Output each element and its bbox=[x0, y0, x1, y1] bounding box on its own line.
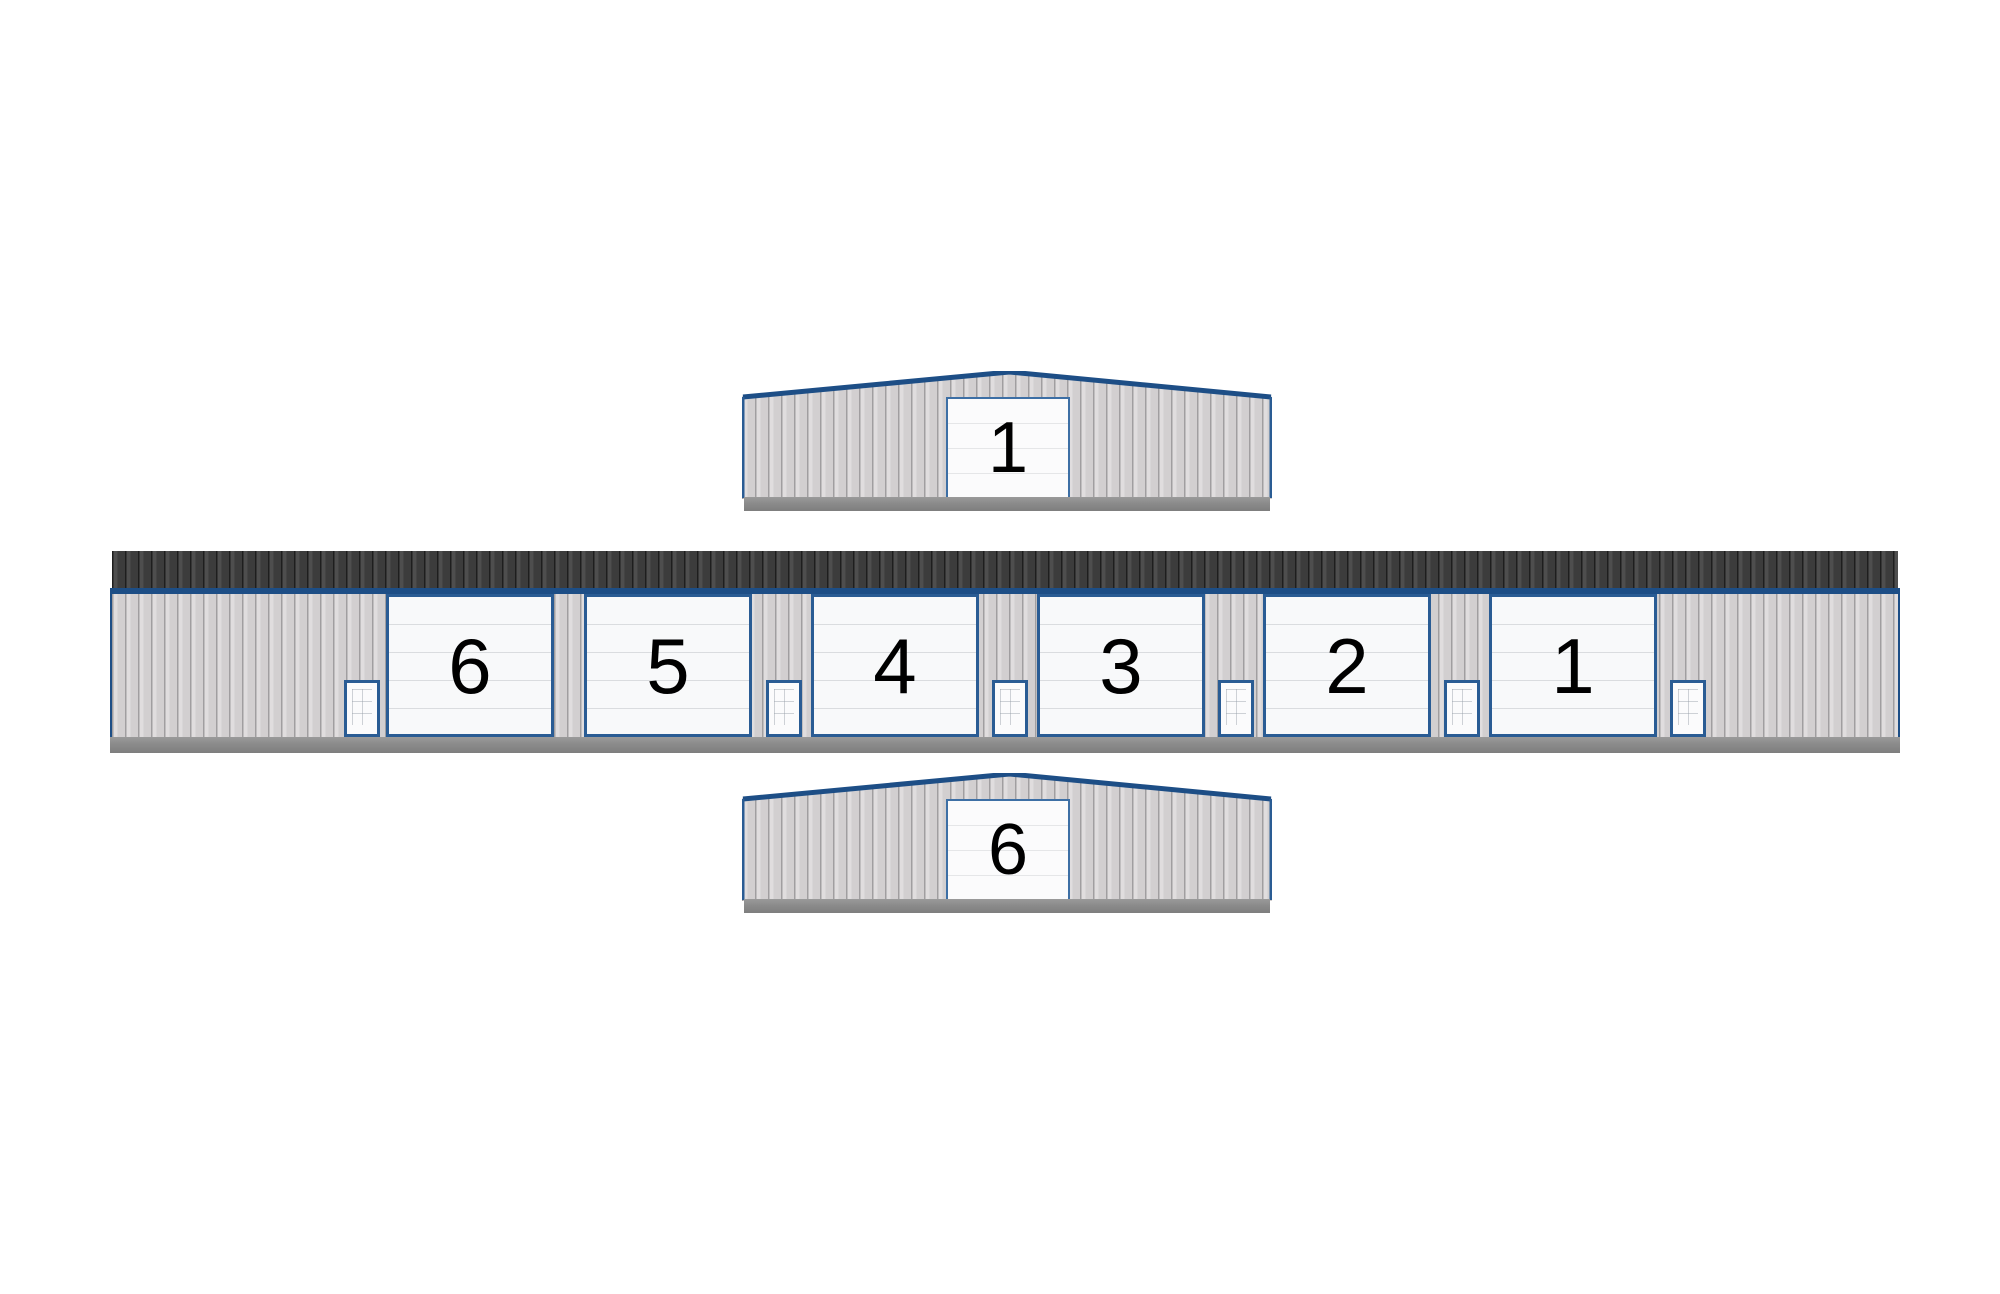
rear-gable-grade-line bbox=[744, 899, 1270, 913]
personnel-door-6[interactable] bbox=[1670, 680, 1706, 737]
bay-number-label: 1 bbox=[987, 408, 1029, 488]
personnel-door-1[interactable] bbox=[344, 680, 380, 737]
overhead-door-bay-3[interactable]: 3 bbox=[1037, 594, 1205, 737]
bay-number-label: 2 bbox=[1325, 621, 1369, 710]
door-window-panes bbox=[774, 689, 794, 725]
bay-number-label: 4 bbox=[873, 621, 917, 710]
roof-panel-texture bbox=[112, 551, 1898, 589]
door-window-panes bbox=[1226, 689, 1246, 725]
personnel-door-5[interactable] bbox=[1444, 680, 1480, 737]
bay-number-label: 6 bbox=[987, 810, 1029, 890]
side-elevation: 6 5 4 3 bbox=[110, 551, 1900, 754]
personnel-door-2[interactable] bbox=[766, 680, 802, 737]
front-gable-elevation: 1 bbox=[742, 371, 1272, 516]
door-window-panes bbox=[352, 689, 372, 725]
side-grade-line bbox=[110, 737, 1900, 753]
personnel-door-4[interactable] bbox=[1218, 680, 1254, 737]
personnel-door-3[interactable] bbox=[992, 680, 1028, 737]
overhead-door-bay-2[interactable]: 2 bbox=[1263, 594, 1431, 737]
bay-number-label: 3 bbox=[1099, 621, 1143, 710]
door-window-panes bbox=[1678, 689, 1698, 725]
side-eave-trim bbox=[110, 588, 1900, 595]
rear-gable-elevation: 6 bbox=[742, 773, 1272, 918]
front-gable-grade-line bbox=[744, 497, 1270, 511]
bay-number-label: 5 bbox=[646, 621, 690, 710]
front-gable-overhead-door[interactable]: 1 bbox=[946, 397, 1070, 499]
overhead-door-bay-1[interactable]: 1 bbox=[1489, 594, 1657, 737]
rear-gable-overhead-door[interactable]: 6 bbox=[946, 799, 1070, 901]
overhead-door-bay-6[interactable]: 6 bbox=[386, 594, 554, 737]
door-window-panes bbox=[1000, 689, 1020, 725]
overhead-door-bay-4[interactable]: 4 bbox=[811, 594, 979, 737]
door-window-panes bbox=[1452, 689, 1472, 725]
side-roof-fascia bbox=[112, 551, 1898, 589]
bay-number-label: 1 bbox=[1551, 621, 1595, 710]
overhead-door-bay-5[interactable]: 5 bbox=[584, 594, 752, 737]
side-wall: 6 5 4 3 bbox=[110, 594, 1900, 737]
bay-number-label: 6 bbox=[448, 621, 492, 710]
